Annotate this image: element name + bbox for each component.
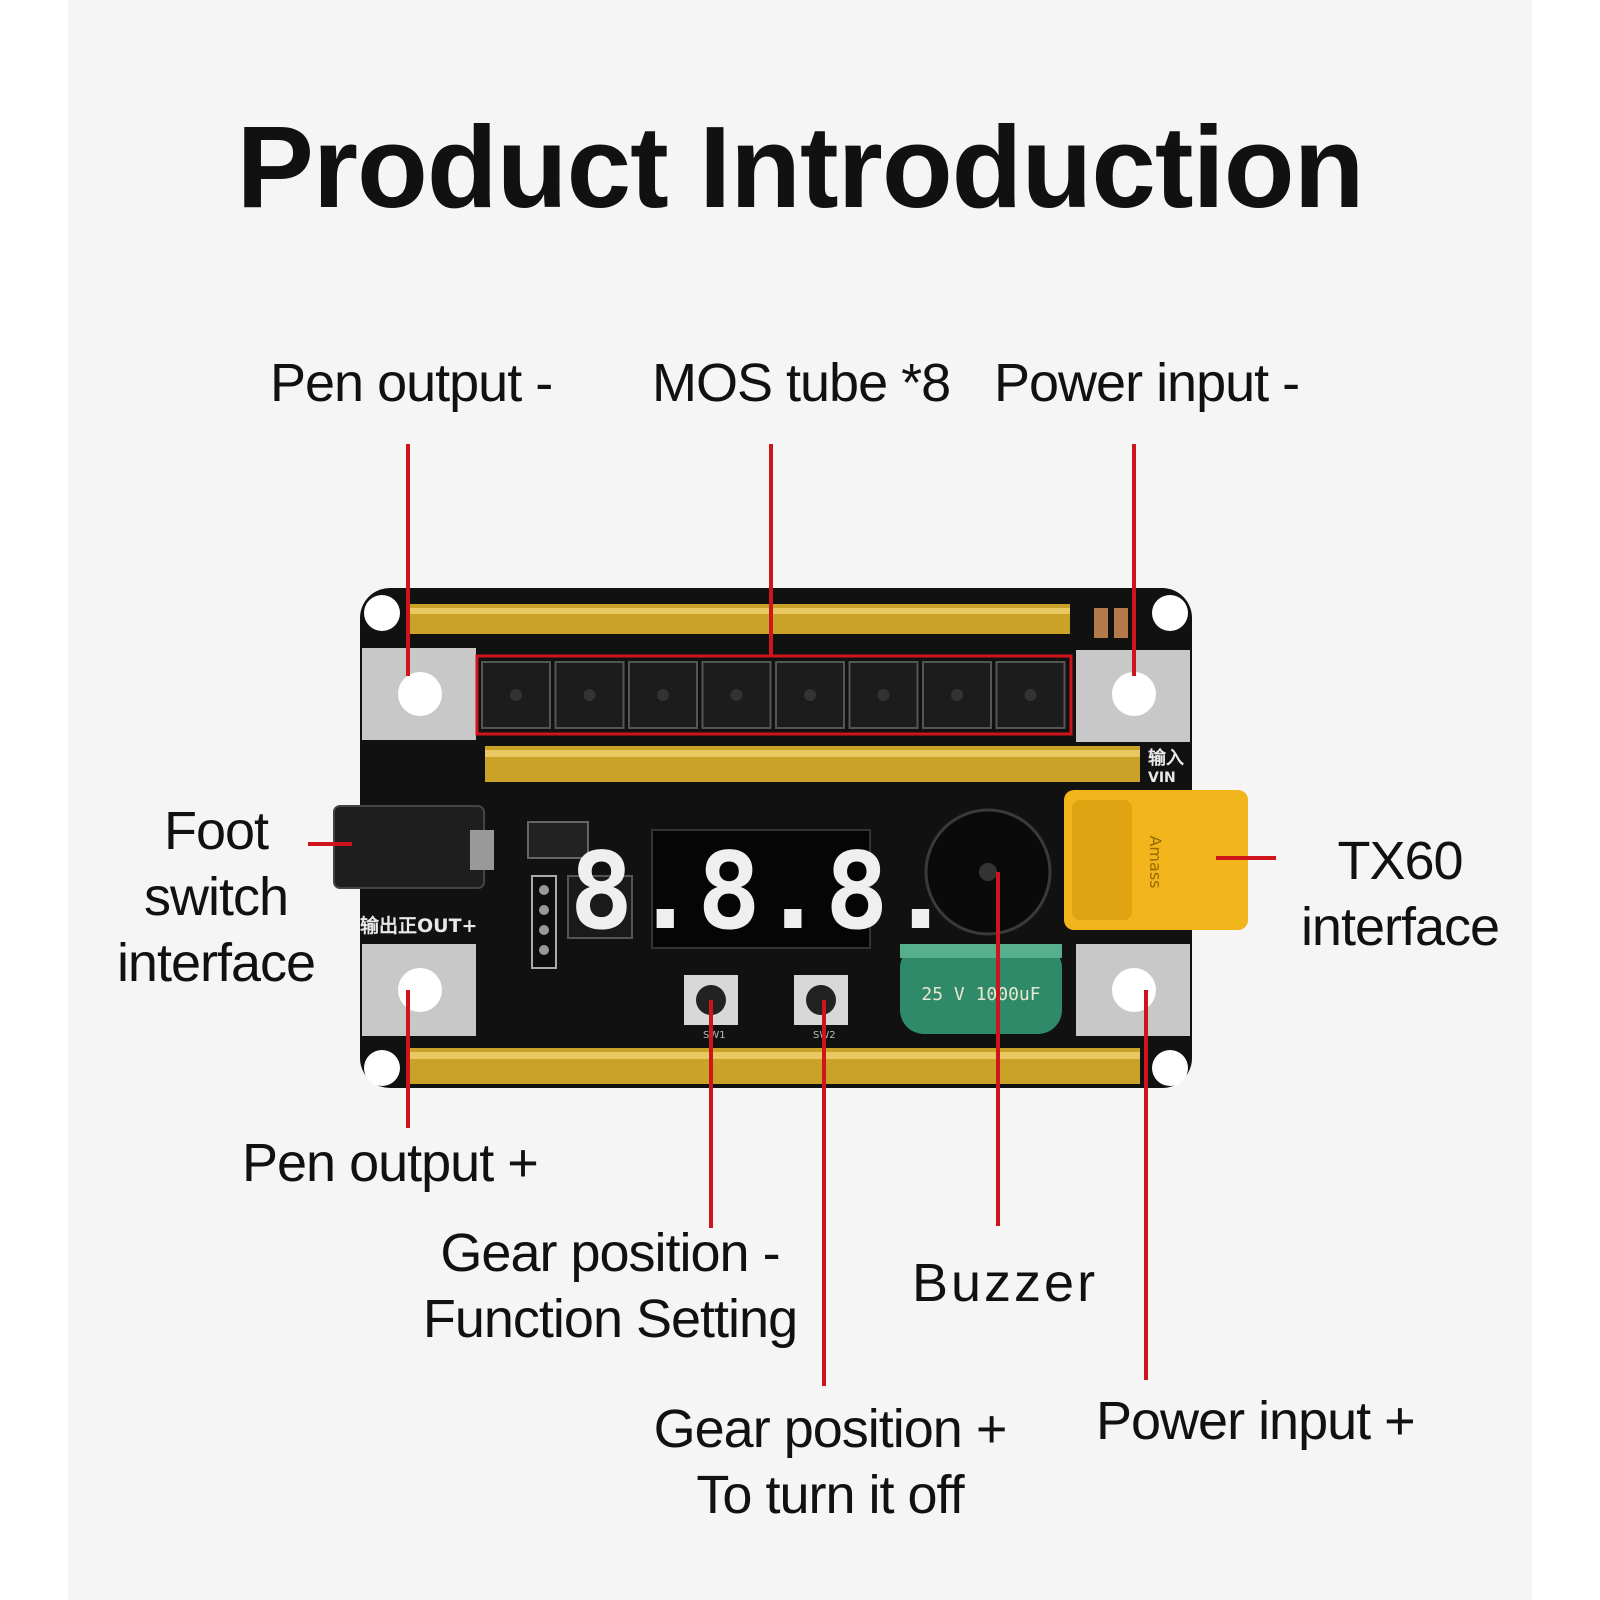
- u2-regulator: [527, 821, 589, 859]
- label-pen-output-plus: Pen output +: [242, 1133, 539, 1193]
- label-power-input-minus: Power input -: [994, 353, 1300, 413]
- label-buzzer: Buzzer: [912, 1253, 1099, 1313]
- label-power-input-plus: Power input +: [1096, 1391, 1416, 1451]
- label-foot-switch-line2: switch: [143, 867, 289, 927]
- label-gear-minus-line1: Gear position -: [440, 1223, 780, 1283]
- label-foot-switch: Foot switch interface: [96, 798, 336, 996]
- page-title: Product Introduction: [236, 102, 1365, 232]
- foot-switch-jack: [333, 805, 494, 889]
- silk-input-label: 输入: [1148, 747, 1184, 769]
- label-tx60: TX60 interface: [1280, 828, 1520, 960]
- gear-plus-switch[interactable]: [794, 975, 848, 1025]
- label-mos-tube: MOS tube *8: [652, 353, 951, 413]
- label-tx60-line1: TX60: [1337, 831, 1463, 891]
- mos-tube: [628, 661, 698, 729]
- label-tx60-line2: interface: [1300, 897, 1500, 957]
- label-gear-minus-line2: Function Setting: [422, 1289, 798, 1349]
- mos-tube: [995, 661, 1066, 729]
- mos-tube-hole: [583, 689, 596, 701]
- mos-tube-hole: [951, 689, 963, 701]
- svg-text:Amass: Amass: [1146, 835, 1165, 888]
- label-pen-output-minus: Pen output -: [270, 353, 553, 413]
- mos-tube-hole: [730, 689, 743, 701]
- label-foot-switch-line3: interface: [116, 933, 316, 993]
- svg-text:25 V 1000uF: 25 V 1000uF: [921, 984, 1040, 1005]
- output-minus-pad: [362, 648, 476, 740]
- xt60-connector: Amass: [1064, 790, 1248, 930]
- mos-tube-hole: [657, 689, 669, 701]
- mos-tube-hole: [877, 689, 890, 701]
- silk-sw1: SW1: [703, 1030, 726, 1041]
- label-foot-switch-line1: Foot: [163, 801, 269, 861]
- mos-tube-row: [475, 654, 1073, 736]
- ic-chip: [567, 875, 633, 939]
- mount-hole: [364, 595, 400, 631]
- output-plus-pad: [362, 944, 476, 1036]
- mos-tube-hole: [804, 689, 816, 701]
- input-plus-pad: [1076, 944, 1190, 1036]
- label-gear-plus: Gear position + To turn it off: [640, 1396, 1020, 1528]
- label-gear-minus: Gear position - Function Setting: [420, 1220, 800, 1352]
- mos-tube-hole: [510, 689, 522, 701]
- silk-vin-label: VIN: [1148, 770, 1176, 786]
- capacitor: 25 V 1000uF: [900, 944, 1062, 1034]
- display-readout: 8.8.8.: [570, 830, 953, 953]
- mount-hole: [1152, 595, 1188, 631]
- pcb-board: 8.8.8. 25 V 1000uF Amass 输出正O: [333, 588, 1248, 1088]
- mos-tube: [848, 661, 919, 729]
- callout-lines: [308, 444, 1276, 1386]
- mos-tube-hole: [1024, 689, 1037, 701]
- mount-hole: [1152, 1050, 1188, 1086]
- label-gear-plus-line1: Gear position +: [653, 1399, 1008, 1459]
- mount-hole: [364, 1050, 400, 1086]
- buzzer-component: [924, 808, 1052, 936]
- seven-segment-display: 8.8.8.: [570, 829, 953, 953]
- silk-output-label: 输出正OUT+: [360, 914, 477, 937]
- label-gear-plus-line2: To turn it off: [696, 1465, 964, 1525]
